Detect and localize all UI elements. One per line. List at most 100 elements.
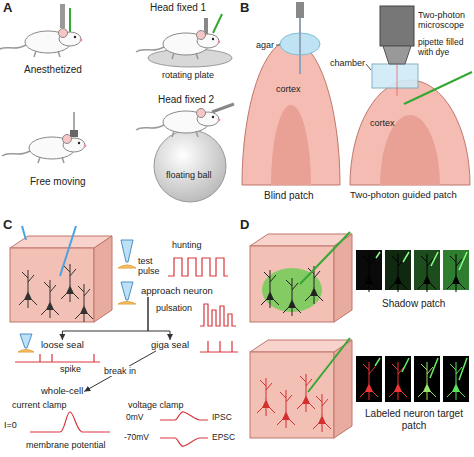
target-panel: [430, 358, 438, 378]
condition-label: Head fixed 1: [150, 2, 206, 14]
part-label: floating ball: [166, 170, 212, 180]
two-photon-brain: [383, 46, 411, 64]
signal-trace: [15, 354, 100, 362]
pipette-icon: [18, 240, 136, 352]
shadow-panel: [418, 254, 436, 292]
free-moving-mouse: [74, 112, 75, 130]
two-photon-brain: [404, 72, 472, 104]
step-label: hunting: [172, 240, 202, 250]
part-label: chamber: [330, 58, 365, 68]
rotating-plate: [136, 31, 220, 60]
target-panel: [414, 356, 440, 402]
pipette-icon: [18, 350, 34, 353]
cortex-block: [75, 284, 93, 322]
mode-label: voltage clamp: [128, 400, 184, 410]
panel-letter: A: [3, 1, 12, 16]
shadow-block: [250, 246, 334, 322]
floating-ball: [136, 109, 220, 138]
target-panel: [356, 356, 469, 402]
condition-label: Anesthetized: [24, 64, 82, 76]
target-panel: [385, 356, 411, 402]
two-photon-brain: [372, 64, 418, 88]
floating-ball: [136, 104, 234, 202]
shadow-panel: [360, 254, 378, 292]
shadow-panel: [459, 252, 467, 270]
signal-label: spike: [60, 364, 81, 374]
pipette-icon: [121, 282, 133, 300]
voltage-label: 0mV: [126, 413, 143, 423]
shadow-block: [261, 270, 279, 308]
condition-label: Free moving: [30, 176, 86, 188]
labeled-block: [250, 352, 334, 438]
method-label: Two-photon guided patch: [350, 190, 457, 201]
labeled-block: [308, 338, 350, 392]
stage-node: whole-cell: [40, 386, 84, 397]
floating-ball: [154, 130, 226, 202]
labeled-block: [277, 390, 295, 428]
rotating-plate: [136, 14, 232, 67]
blind-patch-brain: [242, 40, 340, 185]
target-panel: [375, 358, 380, 366]
shadow-block: [305, 266, 323, 304]
blind-patch-brain: [276, 45, 280, 46]
panel-letter: C: [3, 218, 12, 233]
signal-trace: [15, 258, 238, 446]
part-label: rotating plate: [162, 70, 214, 80]
shadow-block: [250, 232, 352, 322]
voltage-label: -70mV: [124, 433, 149, 443]
signal-label: IPSC: [212, 413, 232, 423]
cortex-block: [41, 280, 59, 318]
shadow-panel: [431, 252, 438, 266]
stage-node: giga seal: [150, 340, 190, 351]
floating-ball: [212, 104, 234, 112]
labeled-block: [297, 374, 315, 412]
target-panel: [459, 358, 467, 380]
pipette-icon: [118, 265, 136, 268]
anesthetized-mouse: [60, 4, 65, 28]
shadow-block: [283, 278, 301, 316]
method-label: Shadow patch: [382, 298, 445, 310]
free-moving-mouse: [2, 135, 86, 164]
signal-label: I=0: [4, 420, 17, 430]
pipette-icon: [121, 240, 133, 262]
stage-node: approach neuron: [140, 286, 214, 297]
edge-label: break in: [102, 366, 138, 376]
method-label: Blind patch: [264, 190, 313, 202]
anesthetized-mouse: [0, 29, 82, 58]
signal-trace: [30, 412, 110, 432]
two-photon-brain: [350, 6, 472, 185]
signal-label: pulsation: [156, 303, 192, 313]
part-label: Two-photon microscope: [418, 10, 474, 31]
free-moving-mouse: [2, 112, 86, 163]
two-photon-brain: [380, 6, 414, 46]
target-panel: [447, 362, 465, 400]
signal-trace: [160, 412, 208, 420]
rotating-plate: [213, 14, 222, 33]
target-panel: [443, 356, 469, 402]
target-panel: [418, 362, 436, 400]
cortex-block: [10, 226, 112, 322]
stage-name: giga seal: [150, 340, 190, 351]
blind-patch-brain: [299, 18, 301, 74]
shadow-panel: [376, 252, 380, 258]
pipette-icon: [118, 302, 136, 305]
pipette-icon: [20, 334, 32, 348]
signal-label: membrane potential: [26, 440, 106, 450]
method-label: Labeled neuron target patch: [356, 408, 472, 431]
cortex-block: [19, 270, 37, 308]
signal-trace: [200, 304, 236, 326]
mode-label: current clamp: [12, 400, 67, 410]
arrow-connector: [62, 297, 148, 340]
shadow-panel: [447, 254, 465, 292]
condition-label: Head fixed 2: [158, 94, 214, 106]
anesthetized-mouse: [69, 8, 71, 33]
free-moving-mouse: [70, 130, 78, 137]
cortex-block: [94, 236, 112, 322]
signal-trace: [200, 341, 238, 352]
two-photon-brain: [366, 64, 371, 70]
signal-trace: [160, 438, 208, 446]
target-panel: [356, 356, 382, 402]
cortex-block: [60, 226, 76, 276]
signal-label: test pulse: [138, 256, 166, 277]
